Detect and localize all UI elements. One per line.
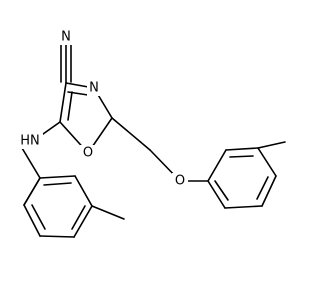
methylphenyl-ring-right — [207, 141, 286, 209]
methylphenyl-ring-left — [23, 175, 125, 238]
atom-label-oxazole-o: O — [80, 145, 96, 161]
oxazole-o-text: O — [83, 146, 93, 161]
ether-o-text: O — [175, 174, 185, 189]
nitrile-n-text: N — [61, 30, 71, 45]
oxazole-ring — [59, 82, 113, 154]
atom-label-amine-nh: HN — [18, 133, 43, 149]
atom-label-ether-o: O — [172, 173, 188, 189]
amine-nh-text: HN — [20, 134, 40, 149]
chemical-structure: N N O HN O — [18, 29, 286, 238]
nitrile-group — [60, 41, 72, 84]
oxazole-n-text: N — [89, 81, 99, 96]
methoxy-linker — [111, 117, 209, 182]
atom-label-oxazole-n: N — [87, 80, 102, 96]
atom-label-nitrile-n: N — [58, 29, 74, 45]
